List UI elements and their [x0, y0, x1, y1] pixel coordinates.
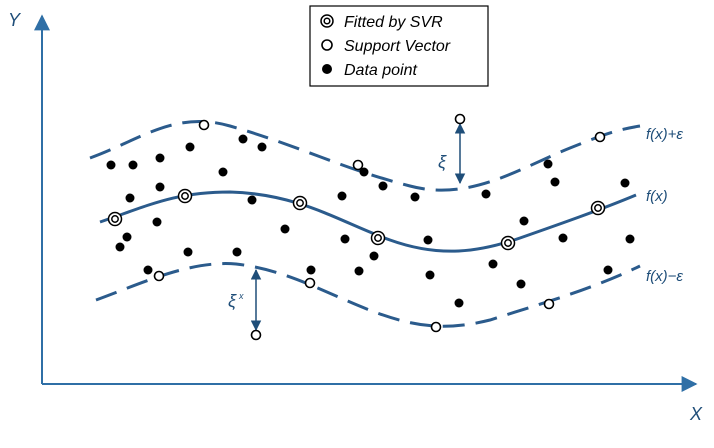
- support-vector: [543, 298, 555, 310]
- legend-label-fitted: Fitted by SVR: [344, 14, 443, 31]
- center-curve-label: f(x): [646, 188, 668, 205]
- legend: Fitted by SVR Support Vector Data point: [309, 5, 489, 87]
- data-point: [155, 153, 165, 163]
- data-point: [155, 182, 165, 192]
- data-point: [620, 178, 630, 188]
- data-point: [125, 193, 135, 203]
- data-point: [378, 181, 388, 191]
- legend-box: [309, 5, 489, 87]
- data-point: [543, 159, 553, 169]
- data-point: [423, 235, 433, 245]
- support-vector: [250, 329, 262, 341]
- x-axis-label: X: [689, 404, 703, 424]
- support-vector-marker-icon: [321, 39, 333, 51]
- data-point: [280, 224, 290, 234]
- data-point: [369, 251, 379, 261]
- data-point: [354, 266, 364, 276]
- data-point: [488, 259, 498, 269]
- support-vector: [454, 113, 466, 125]
- data-point: [218, 167, 228, 177]
- fitted-points: [107, 188, 606, 251]
- data-point: [550, 177, 560, 187]
- data-point: [481, 189, 491, 199]
- fitted-point: [107, 211, 123, 227]
- fitted-point: [177, 188, 193, 204]
- data-point: [232, 247, 242, 257]
- data-point: [625, 234, 635, 244]
- data-point: [425, 270, 435, 280]
- data-point: [454, 298, 464, 308]
- data-point-marker-icon: [322, 64, 332, 74]
- data-point: [337, 191, 347, 201]
- legend-item-fitted: Fitted by SVR: [320, 14, 443, 31]
- data-points: [106, 134, 635, 308]
- data-point: [247, 195, 257, 205]
- lower-curve-label: f(x)−ε: [646, 268, 683, 285]
- legend-label-support: Support Vector: [344, 38, 451, 55]
- data-point: [143, 265, 153, 275]
- data-point: [122, 232, 132, 242]
- data-point: [128, 160, 138, 170]
- upper-epsilon-curve: [89, 120, 641, 192]
- lower-epsilon-curve: [95, 262, 641, 328]
- data-point: [359, 167, 369, 177]
- support-vector: [153, 270, 165, 282]
- data-point: [115, 242, 125, 252]
- fitted-point: [500, 235, 516, 251]
- y-axis-label: Y: [8, 10, 22, 30]
- fitted-point: [590, 200, 606, 216]
- data-point: [185, 142, 195, 152]
- data-point: [238, 134, 248, 144]
- support-vector: [430, 321, 442, 333]
- data-point: [603, 265, 613, 275]
- support-vector: [594, 131, 606, 143]
- upper-slack-label: ξ: [438, 152, 447, 172]
- support-vectors: [153, 113, 606, 341]
- fitted-point: [292, 195, 308, 211]
- legend-item-data: Data point: [322, 62, 417, 79]
- support-vector: [304, 277, 316, 289]
- upper-curve-label: f(x)+ε: [646, 126, 683, 143]
- data-point: [257, 142, 267, 152]
- data-point: [106, 160, 116, 170]
- data-point: [340, 234, 350, 244]
- data-point: [306, 265, 316, 275]
- data-point: [152, 217, 162, 227]
- legend-label-data: Data point: [344, 62, 417, 79]
- data-point: [558, 233, 568, 243]
- support-vector: [198, 119, 210, 131]
- support-vector: [352, 159, 364, 171]
- data-point: [183, 247, 193, 257]
- fitted-point: [370, 230, 386, 246]
- data-point: [410, 192, 420, 202]
- legend-item-support: Support Vector: [321, 38, 451, 55]
- data-point: [519, 216, 529, 226]
- data-point: [516, 279, 526, 289]
